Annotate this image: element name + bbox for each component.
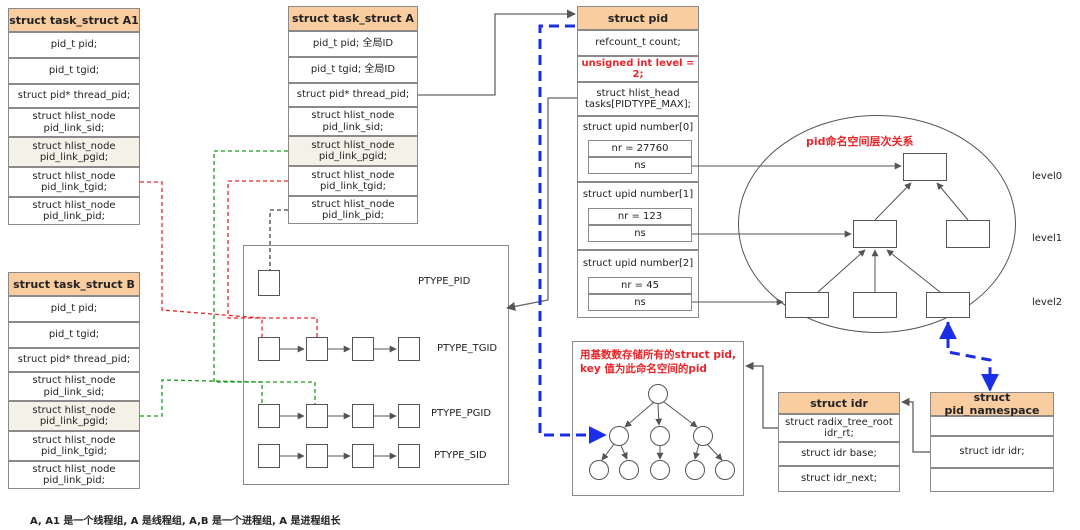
ptype-tgid-node [352, 337, 374, 361]
radix-root-node [648, 384, 668, 404]
task-a-pid-link-sid: struct hlist_node pid_link_sid; [288, 107, 418, 136]
ptype-pgid-node [352, 404, 374, 428]
task-b-pid-link-sid: struct hlist_node pid_link_sid; [8, 372, 140, 401]
idr-next: struct idr_next; [778, 466, 900, 492]
pid-namespace-idr: struct idr idr; [930, 436, 1054, 468]
task-a1-pid-link-pid: struct hlist_node pid_link_pid; [8, 197, 140, 225]
pid-count: refcount_t count; [577, 30, 699, 56]
radix-leaf-node [685, 460, 705, 480]
ptype-tgid-label: PTYPE_TGID [437, 343, 498, 354]
ptype-sid-node [398, 444, 420, 468]
task-b-pid-link-pid: struct hlist_node pid_link_pid; [8, 461, 140, 489]
radix-leaf-node [589, 460, 609, 480]
task-a-pid-link-pgid: struct hlist_node pid_link_pgid; [288, 136, 418, 166]
radix-mid-node [650, 426, 670, 446]
idr-header: struct idr [778, 392, 900, 414]
pid-number-1-title: struct upid number[1] [582, 189, 694, 200]
ptype-sid-node [352, 444, 374, 468]
ns-level0-node [903, 153, 947, 181]
task-a1-pid-link-tgid: struct hlist_node pid_link_tgid; [8, 167, 140, 197]
ns-level0-label: level0 [1032, 171, 1063, 182]
footer-note: A, A1 是一个线程组, A 是线程组, A,B 是一个进程组, A 是进程组… [30, 516, 341, 527]
task-b-header: struct task_struct B [8, 272, 140, 296]
pid-number-1-ns: ns [588, 225, 692, 242]
radix-leaf-node [715, 460, 735, 480]
ptype-pgid-node [306, 404, 328, 428]
idr-base: struct idr base; [778, 442, 900, 466]
task-a-thread-pid: struct pid* thread_pid; [288, 83, 418, 107]
ptype-sid-node [306, 444, 328, 468]
idr-to-radix-arrow [745, 361, 778, 429]
ns-level2-node [853, 292, 897, 318]
ptype-sid-node [258, 444, 280, 468]
task-a-pid-link-pid: struct hlist_node pid_link_pid; [288, 196, 418, 224]
ptype-tgid-node [306, 337, 328, 361]
task-a1-pid-link-pgid: struct hlist_node pid_link_pgid; [8, 137, 140, 167]
task-a1-thread-pid: struct pid* thread_pid; [8, 84, 140, 108]
ns-level2-node [785, 292, 829, 318]
task-a1-pid-link-sid: struct hlist_node pid_link_sid; [8, 108, 140, 137]
task-a-pid: pid_t pid; 全局ID [288, 31, 418, 57]
radix-leaf-node [619, 460, 639, 480]
ns-level2-label: level2 [1032, 297, 1063, 308]
ns-hierarchy-title: pid命名空间层次关系 [806, 135, 914, 148]
pid-level: unsigned int level = 2; [577, 56, 699, 82]
radix-mid-node [693, 426, 713, 446]
ns-level-blue-dash [946, 322, 999, 392]
task-b-pid-link-tgid: struct hlist_node pid_link_tgid; [8, 431, 140, 461]
ptype-pid-label: PTYPE_PID [418, 276, 471, 287]
radix-mid-node [609, 426, 629, 446]
tasks-to-ptype-arrow [506, 97, 577, 311]
pid-namespace-field-empty-top [930, 416, 1054, 436]
ptype-tgid-node [258, 337, 280, 361]
task-a-header: struct task_struct A [288, 6, 418, 31]
task-b-thread-pid: struct pid* thread_pid; [8, 348, 140, 372]
ns-level1-node [946, 220, 990, 248]
task-a-tgid: pid_t tgid; 全局ID [288, 57, 418, 83]
task-a1-pid: pid_t pid; [8, 32, 140, 58]
ns-hierarchy-ellipse [738, 115, 1016, 333]
pid-tasks: struct hlist_head tasks[PIDTYPE_MAX]; [577, 82, 699, 116]
pid-number-0-nr: nr = 27760 [588, 140, 692, 157]
pid-number-2-title: struct upid number[2] [582, 258, 694, 269]
ns-level1-label: level1 [1032, 233, 1063, 244]
ns-level2-node [926, 292, 970, 318]
task-a1-header: struct task_struct A1 [8, 8, 140, 32]
ns-level1-node [853, 220, 897, 248]
radix-leaf-node [650, 460, 670, 480]
ptype-sid-label: PTYPE_SID [434, 450, 487, 461]
ptype-pgid-node [258, 404, 280, 428]
task-b-tgid: pid_t tgid; [8, 322, 140, 348]
thread-pid-arrow [418, 9, 576, 96]
task-b-pid-link-pgid: struct hlist_node pid_link_pgid; [8, 401, 140, 431]
task-a-pid-link-tgid: struct hlist_node pid_link_tgid; [288, 166, 418, 196]
pid-number-0-ns: ns [588, 157, 692, 174]
radix-tree-title: 用基数数存储所有的struct pid, key 值为此命名空间的pid [580, 349, 736, 375]
ptype-tgid-node [398, 337, 420, 361]
idr-rt: struct radix_tree_root idr_rt; [778, 414, 900, 442]
ptype-pgid-label: PTYPE_PGID [431, 408, 492, 419]
pid-struct-header: struct pid [577, 6, 699, 30]
ptype-pgid-node [398, 404, 420, 428]
pid-number-1-nr: nr = 123 [588, 208, 692, 225]
pid-number-2-nr: nr = 45 [588, 277, 692, 294]
pid-namespace-field-empty-bottom [930, 468, 1054, 492]
pid-number-2-ns: ns [588, 294, 692, 311]
pid-namespace-header: struct pid_namespace [930, 391, 1054, 417]
task-a1-tgid: pid_t tgid; [8, 58, 140, 84]
task-b-pid: pid_t pid; [8, 296, 140, 322]
pid-number-0-title: struct upid number[0] [582, 122, 694, 133]
ns-to-idr-arrow [901, 397, 930, 453]
ptype-pid-node [258, 270, 280, 296]
